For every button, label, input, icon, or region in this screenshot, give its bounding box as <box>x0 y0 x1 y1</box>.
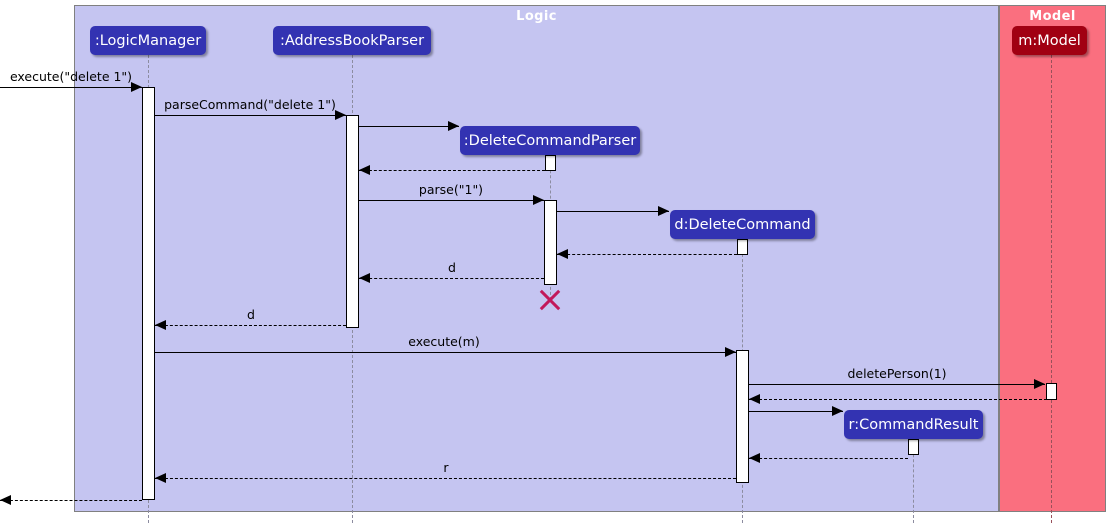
msg-return-d-to-logic-label: d <box>247 307 255 322</box>
act-dcp-create <box>545 155 556 171</box>
destroy-delete-command-parser <box>537 287 563 313</box>
msg-return-r-to-logic-arrowhead <box>155 473 166 483</box>
participant-label-delete-command-parser: :DeleteCommandParser <box>463 132 637 149</box>
act-logic-manager <box>142 87 155 500</box>
package-title-logic: Logic <box>516 9 557 24</box>
msg-create-command-result-line <box>749 411 843 412</box>
msg-delete-person-line <box>749 384 1045 385</box>
msg-return-command-result-arrowhead <box>749 453 760 463</box>
participant-label-command-result: r:CommandResult <box>848 416 979 433</box>
msg-create-delete-command-parser-arrowhead <box>448 121 459 131</box>
msg-parse-command-line <box>155 115 346 116</box>
package-title-model: Model <box>1029 9 1076 24</box>
participant-label-model: m:Model <box>1018 32 1081 49</box>
act-dcp-parse <box>544 200 557 285</box>
participant-logic-manager[interactable]: :LogicManager <box>90 26 206 55</box>
participant-label-address-book-parser: :AddressBookParser <box>279 32 425 49</box>
msg-parse-label: parse("1") <box>418 182 484 197</box>
msg-delete-person-arrowhead <box>1034 379 1045 389</box>
msg-return-d-to-parser-line <box>359 278 544 279</box>
participant-model[interactable]: m:Model <box>1012 26 1087 55</box>
msg-execute-m-line <box>155 352 736 353</box>
msg-return-model-line <box>749 399 1057 400</box>
msg-create-delete-command-line <box>557 211 669 212</box>
msg-execute-delete-label: execute("delete 1") <box>9 69 133 84</box>
msg-execute-delete-line <box>0 87 142 88</box>
msg-return-d-to-parser-arrowhead <box>359 273 370 283</box>
msg-parse-arrowhead <box>533 195 544 205</box>
act-dc-create <box>737 239 748 255</box>
participant-delete-command[interactable]: d:DeleteCommand <box>670 210 815 239</box>
msg-return-delete-command-arrowhead <box>557 249 568 259</box>
participant-delete-command-parser[interactable]: :DeleteCommandParser <box>460 126 640 155</box>
act-model-delete <box>1046 383 1057 400</box>
msg-return-d-to-logic-arrowhead <box>155 320 166 330</box>
msg-delete-person-label: deletePerson(1) <box>847 366 947 381</box>
act-dc-execute <box>736 350 749 483</box>
participant-address-book-parser[interactable]: :AddressBookParser <box>273 26 431 55</box>
msg-return-delete-command-line <box>557 254 737 255</box>
msg-parse-command-label: parseCommand("delete 1") <box>164 97 336 112</box>
msg-execute-m-label: execute(m) <box>408 334 480 349</box>
msg-create-command-result-arrowhead <box>832 406 843 416</box>
msg-parse-line <box>359 200 544 201</box>
participant-label-delete-command: d:DeleteCommand <box>674 216 811 233</box>
msg-return-delete-command-parser-line <box>359 170 545 171</box>
lifeline-command-result <box>913 439 914 523</box>
msg-return-d-to-parser-label: d <box>448 260 456 275</box>
msg-create-delete-command-parser-line <box>359 126 459 127</box>
msg-return-model-arrowhead <box>749 394 760 404</box>
msg-return-r-to-logic-line <box>155 478 736 479</box>
msg-create-delete-command-arrowhead <box>658 206 669 216</box>
msg-return-delete-command-parser-arrowhead <box>359 165 370 175</box>
act-cr-create <box>908 439 919 455</box>
msg-execute-delete-arrowhead <box>131 82 142 92</box>
msg-return-r-to-logic-label: r <box>443 460 449 475</box>
lifeline-model <box>1051 55 1052 523</box>
msg-return-d-to-logic-line <box>155 325 346 326</box>
msg-parse-command-arrowhead <box>335 110 346 120</box>
participant-label-logic-manager: :LogicManager <box>94 32 202 49</box>
participant-command-result[interactable]: r:CommandResult <box>844 410 983 439</box>
msg-return-command-result-line <box>749 458 908 459</box>
msg-return-to-actor-arrowhead <box>0 495 11 505</box>
act-address-book-parser <box>346 115 359 328</box>
package-model: Model <box>999 5 1106 512</box>
msg-return-to-actor-line <box>0 500 142 501</box>
msg-execute-m-arrowhead <box>725 347 736 357</box>
